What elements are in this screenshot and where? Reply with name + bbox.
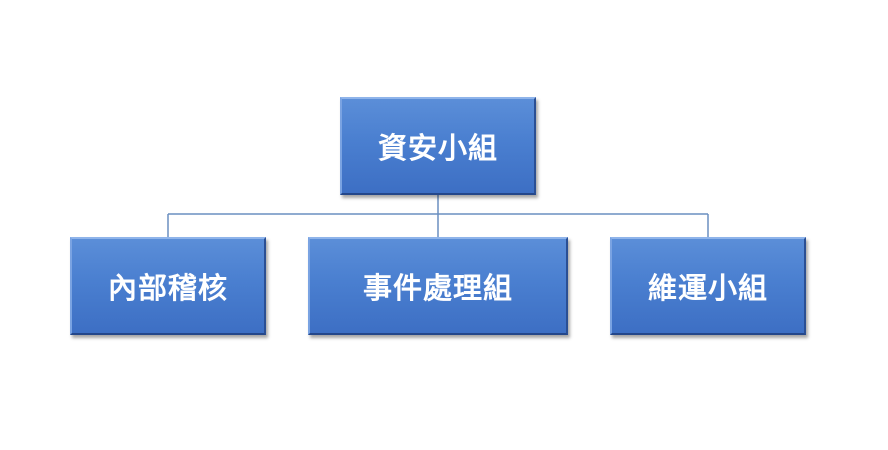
org-node-child-label: 事件處理組	[362, 271, 513, 305]
org-node-root: 資安小組	[340, 97, 536, 195]
org-node-child-label: 維運小組	[647, 271, 768, 305]
org-node-child: 維運小組	[610, 237, 806, 335]
org-node-child-label: 內部稽核	[107, 271, 228, 305]
org-node-child: 內部稽核	[70, 237, 266, 335]
org-node-child: 事件處理組	[308, 237, 568, 335]
org-node-root-label: 資安小組	[377, 131, 498, 165]
